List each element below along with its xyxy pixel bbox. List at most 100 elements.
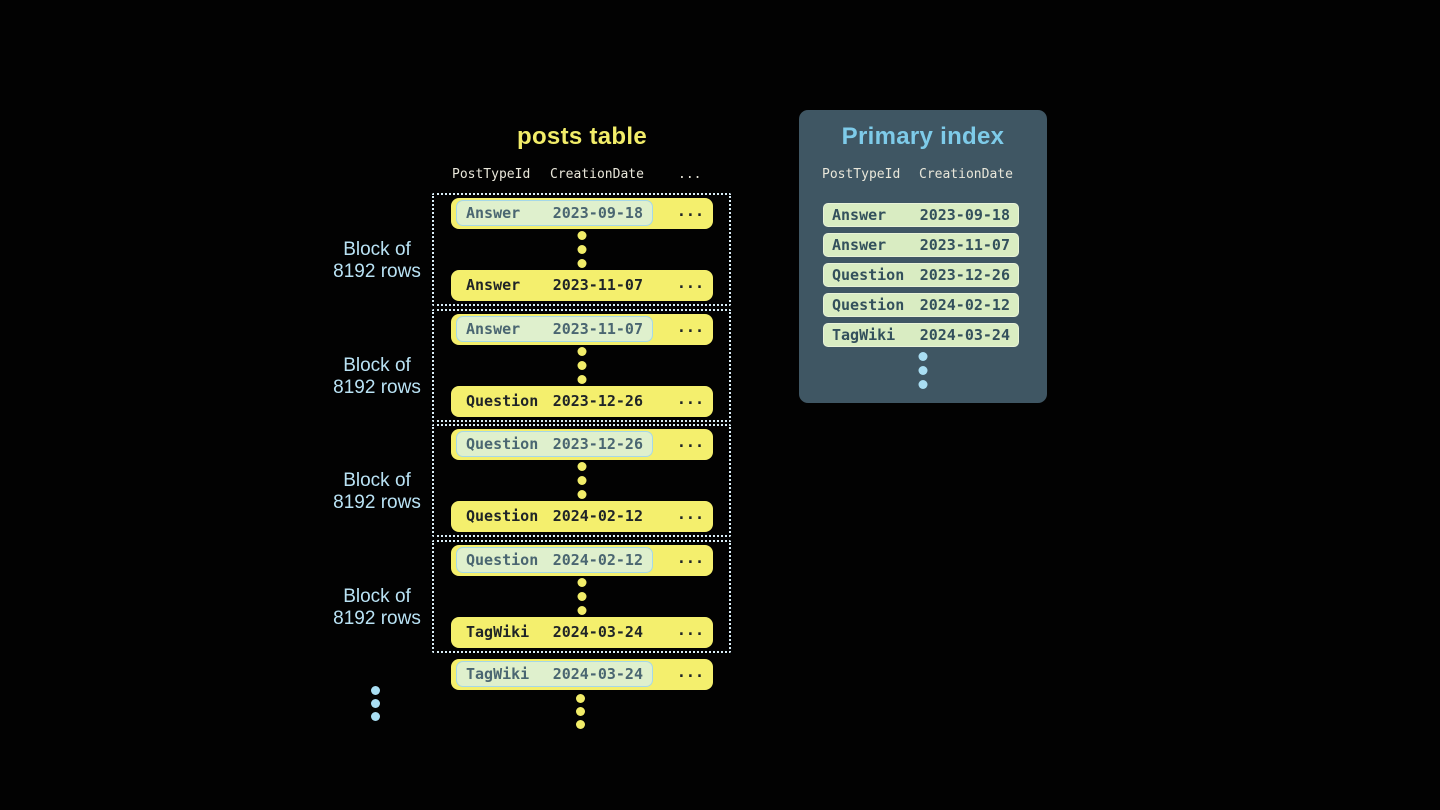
block-label-line: Block of <box>343 586 411 607</box>
vertical-dots-icon <box>577 578 586 615</box>
posts-block-3: Question 2023-12-26 ... Question 2024-02… <box>432 424 731 537</box>
dot-icon <box>577 231 586 240</box>
row-post-type: TagWiki <box>466 623 530 641</box>
column-header-creationdate: CreationDate <box>919 167 1013 182</box>
row-key-highlight: Question 2023-12-26 <box>456 431 653 457</box>
row-creation-date: 2024-02-12 <box>552 551 643 569</box>
row-creation-date: 2023-12-26 <box>919 266 1010 284</box>
row-post-type: Answer <box>466 204 521 222</box>
table-row: TagWiki 2024-03-24 ... <box>451 617 713 648</box>
dot-icon <box>918 352 928 361</box>
row-creation-date: 2023-12-26 <box>552 435 643 453</box>
index-row: Answer 2023-11-07 <box>823 233 1019 257</box>
vertical-dots-icon <box>918 352 928 389</box>
table-row: Answer 2023-09-18 ... <box>451 198 713 229</box>
row-creation-date: 2024-03-24 <box>552 665 643 683</box>
row-post-type: Answer <box>832 206 887 224</box>
dot-icon <box>371 686 380 695</box>
row-creation-date: 2023-09-18 <box>552 204 643 222</box>
column-header-posttypeid: PostTypeId <box>822 167 901 182</box>
row-creation-date: 2024-02-12 <box>919 296 1010 314</box>
block-label-line: 8192 rows <box>333 377 421 398</box>
row-post-type: TagWiki <box>832 326 896 344</box>
row-post-type: Question <box>466 551 539 569</box>
row-creation-date: 2024-03-24 <box>919 326 1010 344</box>
row-creation-date: 2023-12-26 <box>552 392 643 410</box>
dot-icon <box>576 694 585 703</box>
block-label-line: 8192 rows <box>333 261 421 282</box>
dot-icon <box>577 476 586 485</box>
table-row: Question 2023-12-26 ... <box>451 429 713 460</box>
row-creation-date: 2023-11-07 <box>552 276 643 294</box>
row-post-type: Question <box>832 296 905 314</box>
dot-icon <box>577 578 586 587</box>
dot-icon <box>577 606 586 615</box>
vertical-dots-icon <box>577 347 586 384</box>
block-label-line: Block of <box>343 355 411 376</box>
block-label-line: 8192 rows <box>333 608 421 629</box>
dot-icon <box>576 720 585 729</box>
column-header-creationdate: CreationDate <box>550 167 644 182</box>
table-row-next-block: TagWiki 2024-03-24 ... <box>451 659 713 690</box>
row-post-type: Question <box>466 435 539 453</box>
index-row: TagWiki 2024-03-24 <box>823 323 1019 347</box>
table-row: Question 2023-12-26 ... <box>451 386 713 417</box>
column-header-posttypeid: PostTypeId <box>452 167 531 182</box>
row-key-highlight: Answer 2023-11-07 <box>456 316 653 342</box>
block-size-label: Block of 8192 rows <box>297 470 457 514</box>
row-values: Question 2023-12-26 <box>456 388 653 414</box>
dot-icon <box>371 699 380 708</box>
row-ellipsis: ... <box>676 621 704 639</box>
primary-index-column-headers: PostTypeId CreationDate <box>822 167 1013 182</box>
row-ellipsis: ... <box>676 390 704 408</box>
row-creation-date: 2024-02-12 <box>552 507 643 525</box>
posts-block-4: Question 2024-02-12 ... TagWiki 2024-03-… <box>432 540 731 653</box>
index-row: Question 2023-12-26 <box>823 263 1019 287</box>
posts-block-1: Answer 2023-09-18 ... Answer 2023-11-07 … <box>432 193 731 306</box>
dot-icon <box>577 375 586 384</box>
dot-icon <box>371 712 380 721</box>
row-post-type: Question <box>832 266 905 284</box>
table-row: Question 2024-02-12 ... <box>451 501 713 532</box>
row-values: Answer 2023-11-07 <box>456 272 653 298</box>
vertical-dots-icon <box>577 462 586 499</box>
row-ellipsis: ... <box>676 433 704 451</box>
block-size-label: Block of 8192 rows <box>297 586 457 630</box>
row-ellipsis: ... <box>676 549 704 567</box>
column-header-ellipsis: ... <box>678 167 702 182</box>
row-creation-date: 2024-03-24 <box>552 623 643 641</box>
row-post-type: Question <box>466 392 539 410</box>
dot-icon <box>577 259 586 268</box>
table-row: Answer 2023-11-07 ... <box>451 314 713 345</box>
row-key-highlight: Answer 2023-09-18 <box>456 200 653 226</box>
posts-table-column-headers: PostTypeId CreationDate ... <box>452 167 701 182</box>
dot-icon <box>577 490 586 499</box>
primary-index-panel: Primary index PostTypeId CreationDate An… <box>799 110 1047 403</box>
row-creation-date: 2023-11-07 <box>552 320 643 338</box>
row-post-type: Answer <box>832 236 887 254</box>
vertical-dots-icon <box>576 694 585 729</box>
dot-icon <box>577 361 586 370</box>
dot-icon <box>577 592 586 601</box>
block-size-label: Block of 8192 rows <box>297 355 457 399</box>
row-creation-date: 2023-11-07 <box>919 236 1010 254</box>
index-row: Answer 2023-09-18 <box>823 203 1019 227</box>
dot-icon <box>918 380 928 389</box>
row-ellipsis: ... <box>676 274 704 292</box>
block-label-line: 8192 rows <box>333 492 421 513</box>
dot-icon <box>576 707 585 716</box>
row-ellipsis: ... <box>676 663 704 681</box>
table-row: Answer 2023-11-07 ... <box>451 270 713 301</box>
vertical-dots-icon <box>577 231 586 268</box>
row-creation-date: 2023-09-18 <box>919 206 1010 224</box>
dot-icon <box>577 347 586 356</box>
row-post-type: Question <box>466 507 539 525</box>
dot-icon <box>918 366 928 375</box>
primary-index-title: Primary index <box>841 123 1005 150</box>
dot-icon <box>577 462 586 471</box>
row-values: TagWiki 2024-03-24 <box>456 619 653 645</box>
block-label-line: Block of <box>343 239 411 260</box>
index-row: Question 2024-02-12 <box>823 293 1019 317</box>
posts-table-title: posts table <box>517 123 647 150</box>
